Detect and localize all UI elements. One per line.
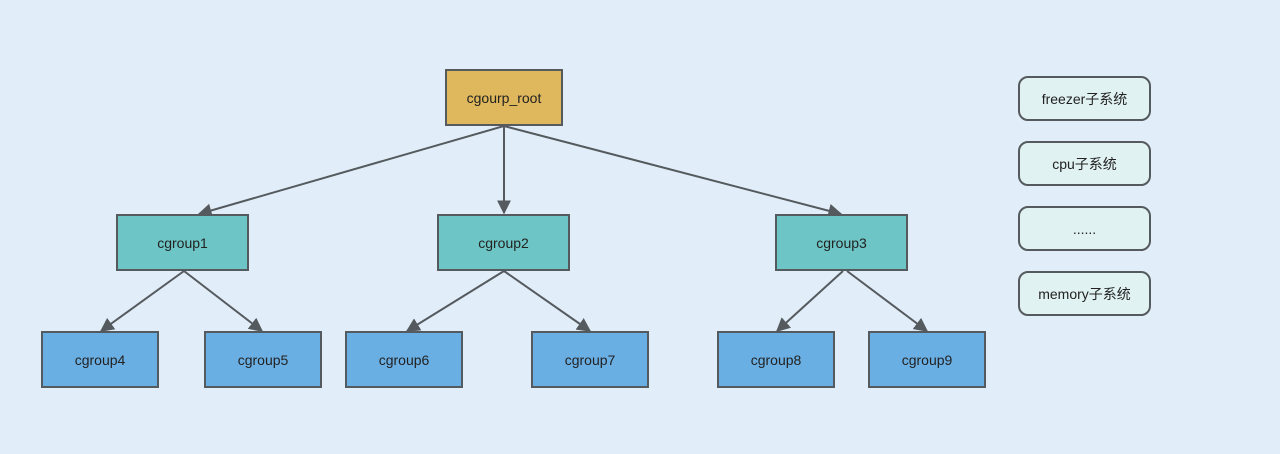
edge-cgroup1-cgroup4 xyxy=(99,270,185,332)
node-cgroup7: cgroup7 xyxy=(531,331,649,388)
edge-cgroup2-cgroup6 xyxy=(405,270,505,332)
node-cgroup3: cgroup3 xyxy=(775,214,908,271)
subsystem-ellipsis: ...... xyxy=(1018,206,1151,251)
node-cgroup8: cgroup8 xyxy=(717,331,835,388)
node-cgroup9: cgroup9 xyxy=(868,331,986,388)
node-cgroup5: cgroup5 xyxy=(204,331,322,388)
subsystem-cpu: cpu子系统 xyxy=(1018,141,1151,186)
edge-cgroup2-cgroup7 xyxy=(503,270,592,332)
node-cgourp-root: cgourp_root xyxy=(445,69,563,126)
edge-cgroup3-cgroup9 xyxy=(846,270,929,332)
node-cgroup1: cgroup1 xyxy=(116,214,249,271)
subsystem-memory: memory子系统 xyxy=(1018,271,1151,316)
node-cgroup2: cgroup2 xyxy=(437,214,570,271)
node-cgroup6: cgroup6 xyxy=(345,331,463,388)
node-cgroup4: cgroup4 xyxy=(41,331,159,388)
edge-root-cgroup3 xyxy=(503,125,843,218)
subsystem-freezer: freezer子系统 xyxy=(1018,76,1151,121)
edge-cgroup3-cgroup8 xyxy=(775,270,844,332)
edge-cgroup1-cgroup5 xyxy=(183,270,264,332)
edge-root-cgroup1 xyxy=(197,125,505,218)
